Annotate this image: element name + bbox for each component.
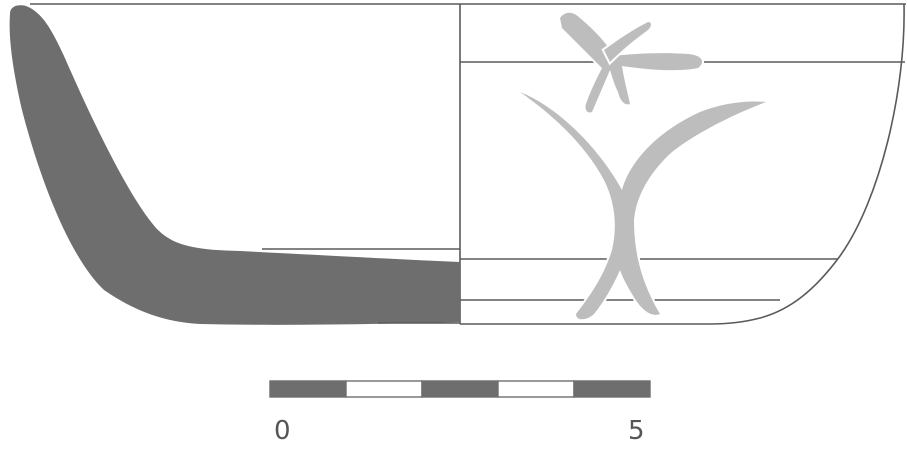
star-motif-decoration <box>557 10 705 115</box>
scale-segment-light <box>497 380 575 398</box>
scale-segment-dark <box>421 380 499 398</box>
tree-motif-decoration <box>518 90 767 322</box>
scale-start-label: 0 <box>274 416 291 446</box>
scale-end-label: 5 <box>628 416 645 446</box>
vessel-exterior-outline <box>460 3 905 325</box>
vessel-cross-section <box>9 5 461 325</box>
scale-segment-dark <box>573 380 651 398</box>
scale-segment-dark <box>269 380 347 398</box>
scale-segment-light <box>345 380 423 398</box>
scale-bar <box>269 380 651 398</box>
